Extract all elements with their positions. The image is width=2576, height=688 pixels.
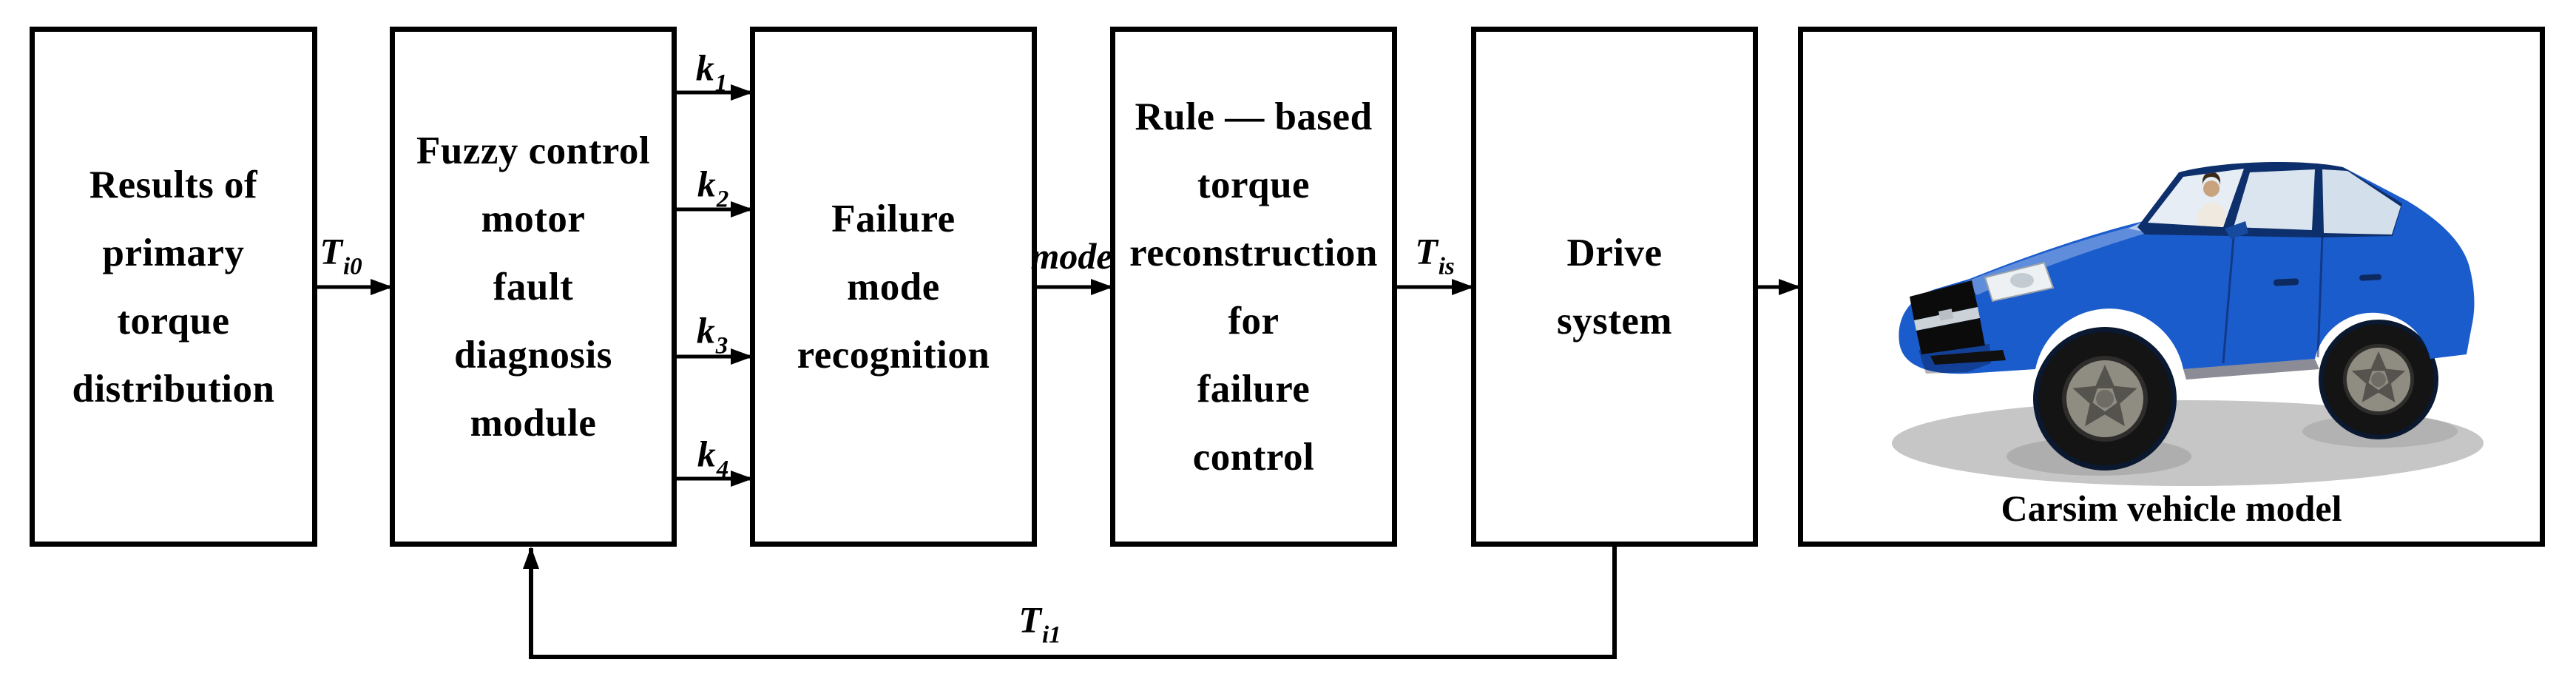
box-fuzzy-line: module	[470, 401, 597, 445]
arrow-label-Ti0: Ti0	[320, 230, 362, 281]
box-fuzzy-line: motor	[481, 197, 586, 240]
front-door-line	[2222, 237, 2235, 364]
box-fuzzy-line: Fuzzy control	[416, 129, 651, 172]
box-results-line: torque	[117, 299, 230, 343]
arrow-label-Tis-symbol: T	[1415, 230, 1438, 272]
box-rule-line: torque	[1197, 163, 1311, 206]
box-failure: Failure mode recognition	[750, 27, 1037, 547]
box-results-line: Results of	[89, 163, 258, 206]
box-carsim: Carsim vehicle model	[1798, 27, 2545, 547]
arrow-Ti1	[523, 544, 1617, 659]
box-results-text: Results of primary torque distribution	[72, 151, 274, 423]
arrow-label-Ti0-symbol: T	[320, 230, 342, 272]
car-front-side-window	[2234, 169, 2315, 230]
arrow-label-Ti1: Ti1	[1018, 598, 1061, 650]
box-results-line: primary	[102, 231, 245, 274]
driver	[2197, 172, 2226, 227]
car-sill-shade	[2183, 359, 2319, 380]
headlight-lens	[2010, 273, 2034, 288]
box-failure-text: Failure mode recognition	[797, 185, 990, 389]
arrow-label-Tis-subscript: is	[1438, 253, 1455, 280]
arrow-label-k4-symbol: k	[697, 433, 716, 475]
grille-upper	[1910, 280, 1978, 320]
grille-emblem	[1938, 308, 1954, 321]
box-rule-line: for	[1228, 299, 1279, 343]
rear-wheel	[2323, 324, 2434, 435]
arrow-label-k4: k4	[697, 433, 729, 484]
carsim-vehicle-image	[1892, 161, 2484, 486]
box-fuzzy-text: Fuzzy control motor fault diagnosis module	[416, 117, 650, 457]
box-results-line: distribution	[72, 367, 275, 411]
box-drive: Drive system	[1471, 27, 1758, 547]
front-door-handle	[2274, 278, 2299, 286]
arrow-label-k3-subscript: 3	[715, 332, 728, 360]
arrow-label-k2-subscript: 2	[716, 186, 729, 213]
arrow-label-k4-subscript: 4	[716, 456, 729, 483]
arrow-label-Ti1-subscript: i1	[1041, 621, 1061, 649]
arrow-label-mode: mode	[1030, 235, 1112, 277]
box-results: Results of primary torque distribution	[30, 27, 317, 547]
arrow-label-Ti0-subscript: i0	[342, 253, 362, 280]
arrow-label-k2: k2	[697, 163, 729, 214]
rear-door-handle	[2359, 274, 2381, 281]
front-intake	[1930, 350, 2006, 365]
box-rule-line: failure	[1197, 367, 1311, 411]
box-drive-line: Drive	[1566, 231, 1663, 274]
arrow-label-k2-symbol: k	[697, 163, 716, 205]
arrow-label-Ti1-symbol: T	[1018, 598, 1041, 641]
box-rule-line: Rule — based	[1135, 95, 1373, 138]
box-fuzzy-line: diagnosis	[454, 333, 612, 377]
box-rule: Rule — based torque reconstruction for failu…	[1110, 27, 1397, 547]
arrow-label-mode-symbol: mode	[1030, 235, 1113, 277]
car-rear-side-window	[2322, 169, 2401, 235]
box-drive-text: Drive system	[1557, 219, 1672, 355]
box-fuzzy: Fuzzy control motor fault diagnosis module	[390, 27, 677, 547]
box-fuzzy-line: fault	[493, 265, 574, 308]
rear-door-line	[2316, 235, 2324, 358]
arrow-label-k3: k3	[697, 309, 728, 360]
arrow-label-k3-symbol: k	[696, 309, 715, 351]
grille-lower	[1916, 318, 1985, 354]
box-failure-line: recognition	[797, 333, 990, 377]
front-wheel	[2038, 332, 2171, 465]
arrow-label-k1: k1	[696, 47, 728, 98]
box-drive-line: system	[1556, 299, 1673, 343]
arrow-label-k1-subscript: 1	[714, 70, 728, 97]
side-mirror	[2225, 221, 2248, 239]
box-failure-line: mode	[847, 265, 940, 308]
box-rule-line: control	[1192, 435, 1315, 479]
box-rule-text: Rule — based torque reconstruction for failu…	[1129, 83, 1378, 491]
arrow-label-Tis: Tis	[1415, 230, 1455, 281]
box-failure-line: Failure	[831, 197, 956, 240]
arrow-label-k1-symbol: k	[695, 47, 714, 89]
box-rule-line: reconstruction	[1129, 231, 1378, 274]
carsim-caption: Carsim vehicle model	[2001, 488, 2342, 529]
